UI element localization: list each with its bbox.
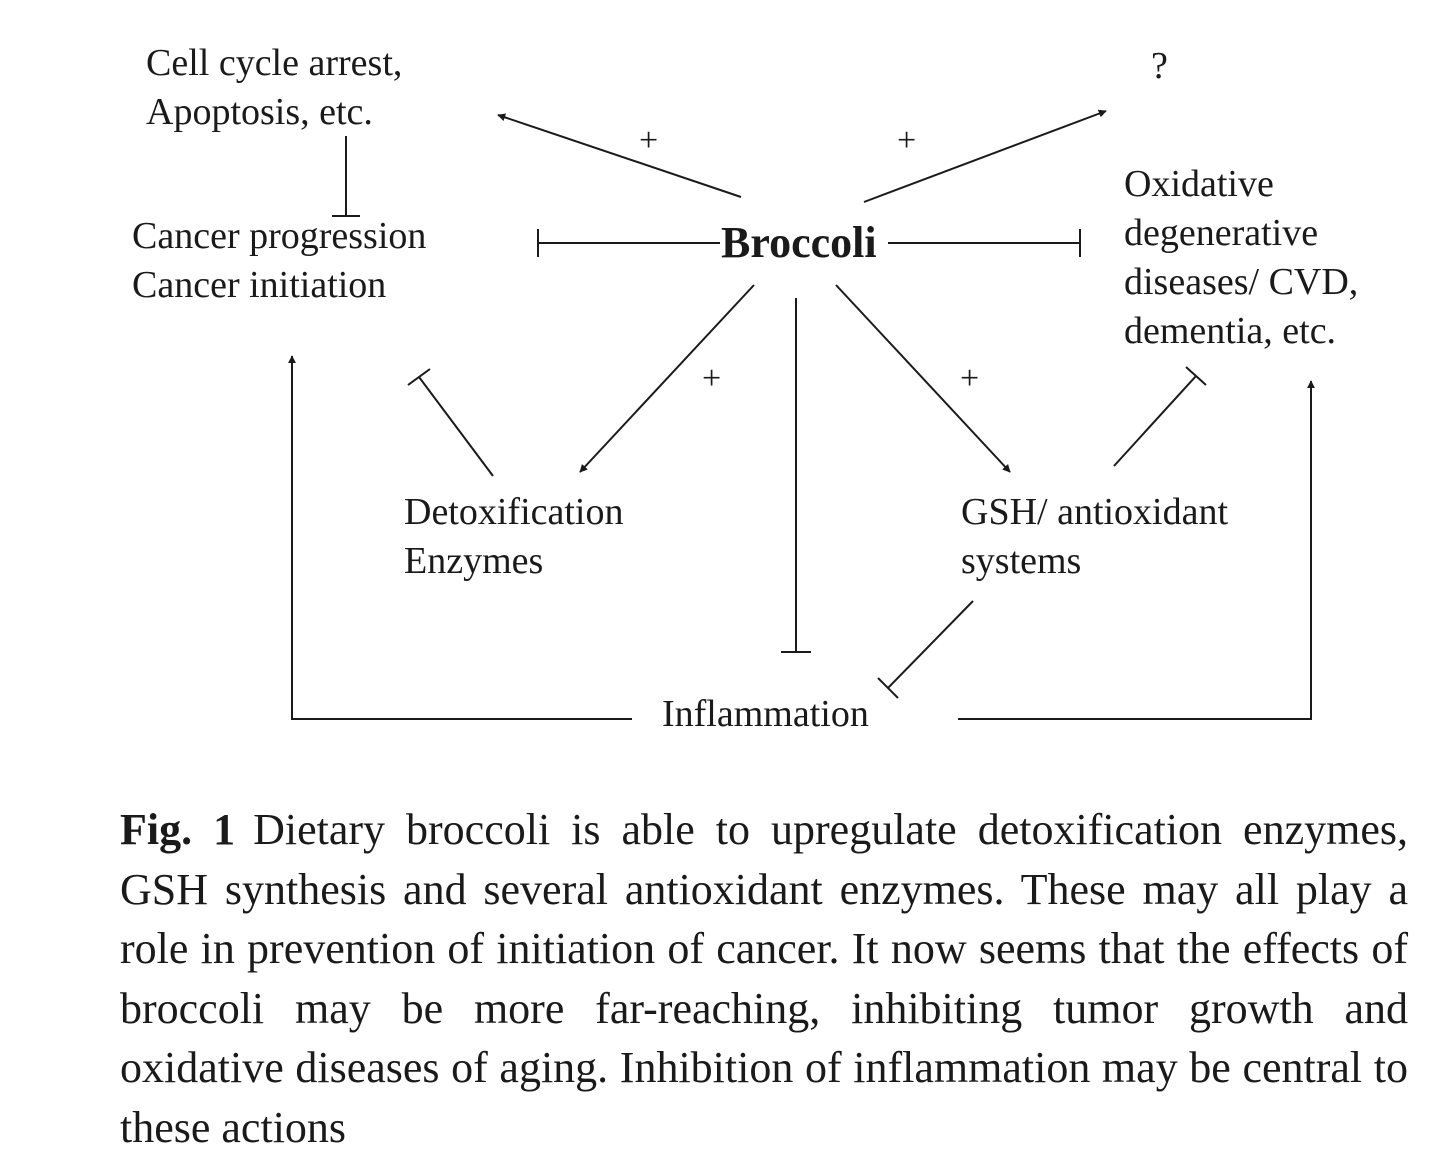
arrow-broccoli-to-detox bbox=[579, 284, 755, 473]
node-line: Oxidative bbox=[1124, 163, 1274, 205]
node-line: Cancer initiation bbox=[132, 264, 387, 306]
node-line: GSH/ antioxidant bbox=[961, 491, 1229, 533]
node-line: Enzymes bbox=[404, 540, 544, 582]
node-line: dementia, etc. bbox=[1124, 310, 1337, 352]
arrow-inflammation-to-cancer bbox=[288, 355, 632, 720]
caption-label: Fig. 1 bbox=[120, 805, 236, 854]
arrow-inflammation-to-oxidative bbox=[958, 380, 1315, 720]
node-line: degenerative bbox=[1124, 212, 1319, 254]
sign-plus: + bbox=[960, 360, 980, 397]
diagram-connectors bbox=[288, 109, 1315, 720]
node-oxidative-diseases: Oxidative degenerative diseases/ CVD, de… bbox=[1124, 160, 1358, 356]
arrow-broccoli-to-gsh bbox=[835, 284, 1011, 473]
node-line: diseases/ CVD, bbox=[1124, 261, 1359, 303]
arrow-broccoli-to-unknown bbox=[863, 109, 1107, 203]
node-cancer: Cancer progression Cancer initiation bbox=[132, 212, 426, 310]
arrow-broccoli-to-cell-cycle bbox=[497, 113, 742, 198]
node-inflammation: Inflammation bbox=[662, 693, 869, 735]
node-gsh-antioxidant: GSH/ antioxidant systems bbox=[961, 488, 1228, 586]
node-detoxification-enzymes: Detoxification Enzymes bbox=[404, 488, 623, 586]
inhibit-gsh-to-inflammation bbox=[887, 600, 974, 689]
sign-plus: + bbox=[897, 122, 917, 159]
caption-text: Dietary broccoli is able to upregulate d… bbox=[120, 805, 1408, 1152]
node-broccoli: Broccoli bbox=[721, 218, 877, 267]
node-cell-cycle-arrest: Cell cycle arrest, Apoptosis, etc. bbox=[146, 39, 402, 137]
inhibit-bar bbox=[877, 677, 899, 699]
node-line: Cancer progression bbox=[132, 215, 427, 257]
inhibit-gsh-to-oxidative bbox=[1113, 375, 1197, 467]
node-line: Cell cycle arrest, bbox=[146, 42, 403, 84]
node-line: Detoxification bbox=[404, 491, 624, 533]
node-line: systems bbox=[961, 540, 1082, 582]
sign-plus: + bbox=[702, 360, 722, 397]
inhibit-detox-to-cancer bbox=[418, 376, 494, 477]
node-unknown: ? bbox=[1151, 45, 1168, 87]
inhibit-bar bbox=[1185, 366, 1207, 386]
inhibit-bar bbox=[407, 368, 431, 386]
node-line: Apoptosis, etc. bbox=[146, 91, 373, 133]
sign-plus: + bbox=[639, 122, 659, 159]
